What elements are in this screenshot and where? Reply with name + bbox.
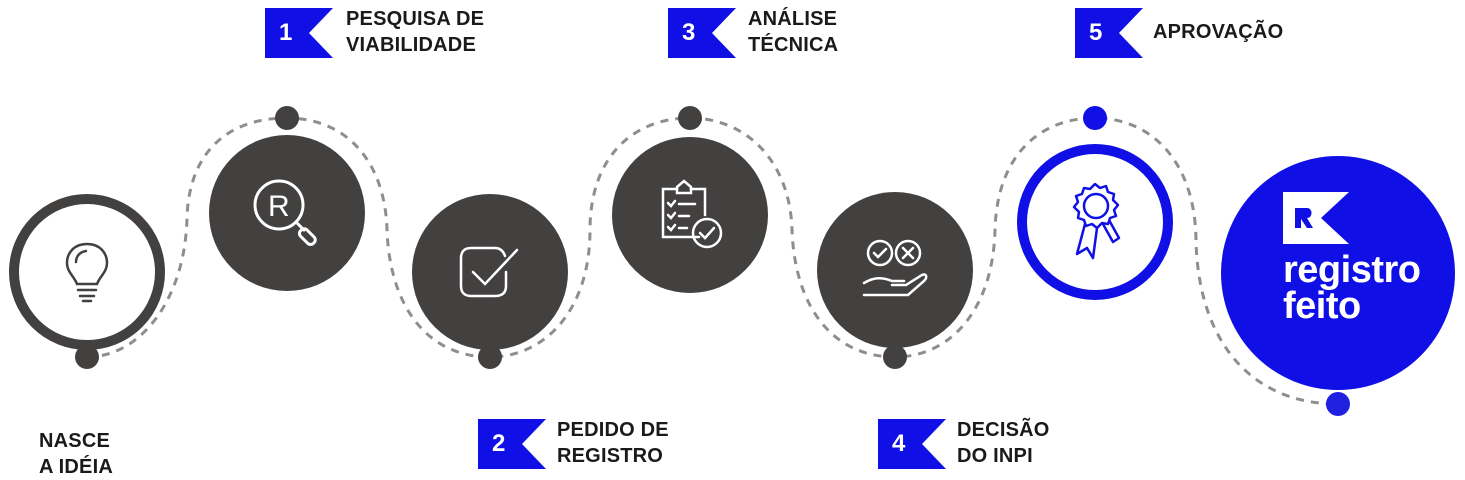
- step-2-circle: [412, 194, 568, 350]
- step-5-circle: [1017, 144, 1173, 300]
- node-dot: [678, 106, 702, 130]
- step-1-badge: 1: [265, 8, 333, 58]
- award-ribbon-icon: [1072, 182, 1121, 260]
- start-label: NASCE A IDÉIA: [39, 430, 113, 478]
- step-3-label: ANÁLISE TÉCNICA: [748, 8, 839, 56]
- step-4-badge: 4: [878, 419, 946, 469]
- step-3-badge: 3: [668, 8, 736, 58]
- final-circle: registro feito: [1221, 156, 1455, 390]
- step-4-circle: [817, 192, 973, 348]
- step-2-badge: 2: [478, 419, 546, 469]
- approve-reject-hand-icon: [862, 239, 928, 297]
- clipboard-check-icon: [661, 179, 723, 249]
- node-dot: [478, 345, 502, 369]
- node-dot: [883, 345, 907, 369]
- registered-search-icon: R: [253, 179, 317, 247]
- step-5-badge: 5: [1075, 8, 1143, 58]
- step-1-label: PESQUISA DE VIABILIDADE: [346, 8, 485, 56]
- step-2-label: PEDIDO DE REGISTRO: [557, 419, 669, 467]
- node-dot: [75, 345, 99, 369]
- step-4-label: DECISÃO DO INPI: [957, 419, 1050, 467]
- svg-text:R: R: [268, 190, 290, 223]
- lightbulb-icon: [65, 242, 109, 303]
- final-label: registro feito: [1283, 249, 1421, 327]
- checkbox-icon: [459, 246, 519, 298]
- step-5-label: APROVAÇÃO: [1153, 21, 1284, 43]
- registro-feito-logo: [1283, 192, 1349, 244]
- node-dot: [1083, 106, 1107, 130]
- step-3-circle: [612, 137, 768, 293]
- node-dot: [1326, 392, 1350, 416]
- step-1-circle: R: [209, 135, 365, 291]
- start-circle: [9, 194, 165, 350]
- node-dot: [275, 106, 299, 130]
